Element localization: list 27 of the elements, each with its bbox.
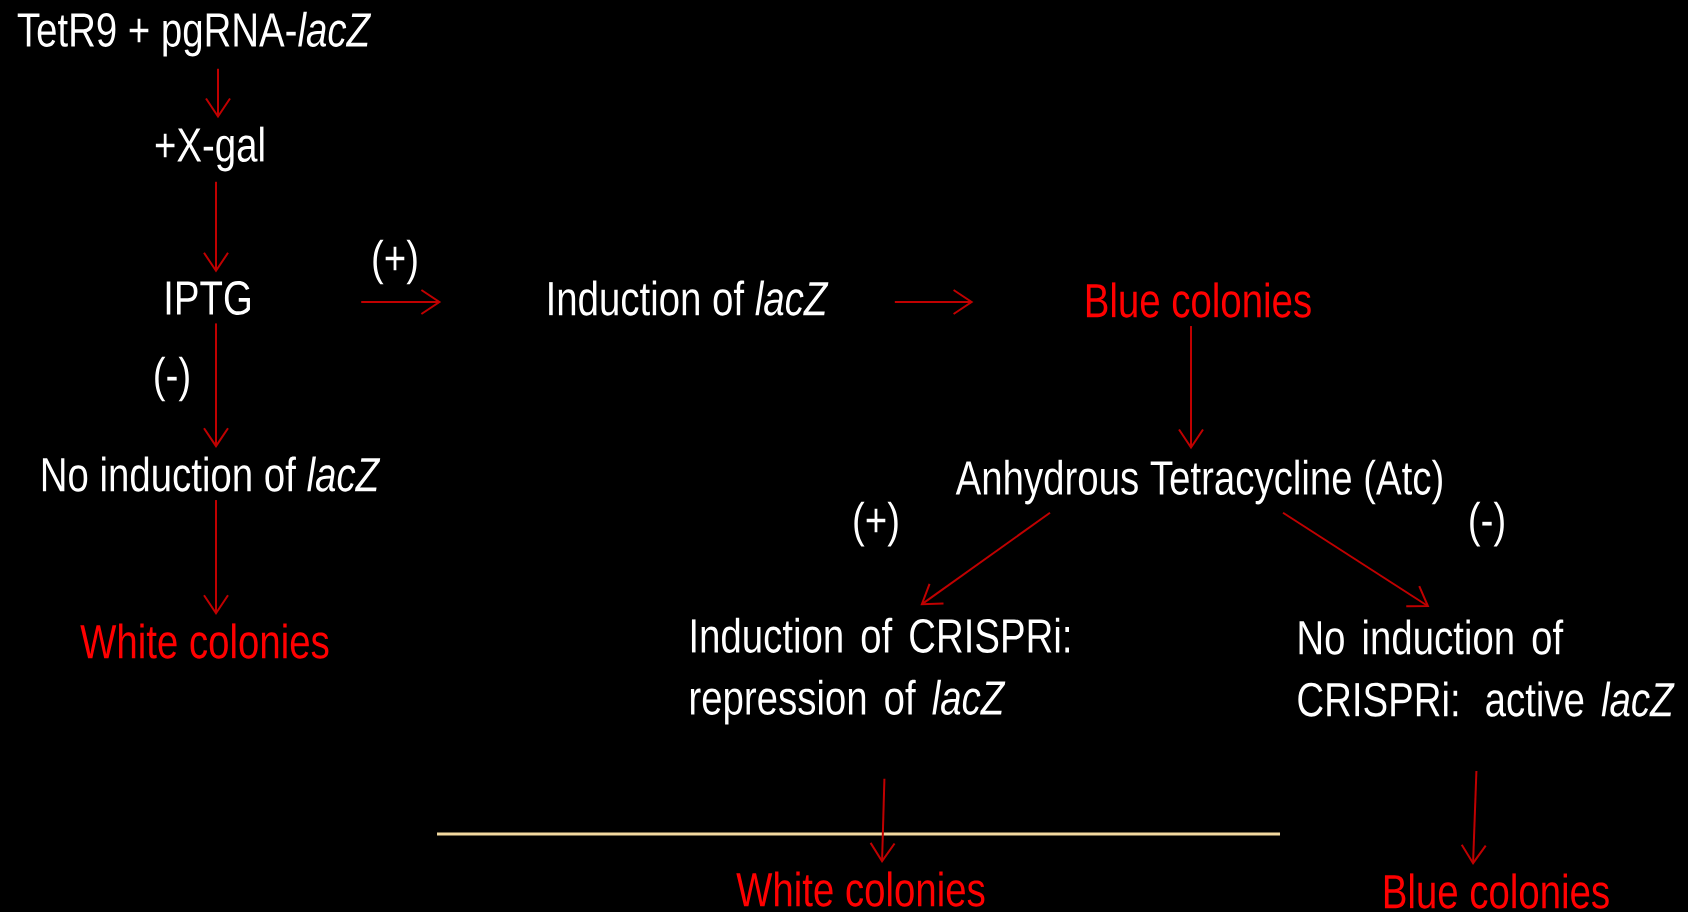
arrow [1282,511,1430,608]
arrow [203,499,229,615]
arrow [1460,770,1487,865]
edge-label: (-) [1470,501,1504,547]
edge-label: (+) [854,501,898,547]
arrow [869,777,896,863]
step-label: +X-gal [155,126,264,172]
result-label: White colonies [80,623,329,659]
step-label: No induction of CRISPRi: active lacZ [1298,619,1675,717]
step-label: IPTG [166,281,250,315]
step-label: TetR9 + pgRNA-lacZ [17,11,372,57]
step-label: No induction of lacZ [42,456,381,492]
edge-label: (-) [155,356,189,402]
result-label: White colonies [736,871,985,907]
arrow [360,289,442,315]
arrow [205,67,231,119]
edge-label: (+) [373,239,417,285]
arrow [203,180,229,273]
arrow [1178,325,1204,450]
step-label: Anhydrous Tetracycline (Atc) [955,459,1442,505]
arrow [203,322,229,448]
arrow [920,511,1051,606]
result-label: Blue colonies [1086,282,1311,318]
step-label: Induction of CRISPRi: repression of lacZ [690,617,1069,725]
step-label: Induction of lacZ [549,280,829,316]
arrow [893,289,974,315]
result-label: Blue colonies [1384,873,1609,909]
